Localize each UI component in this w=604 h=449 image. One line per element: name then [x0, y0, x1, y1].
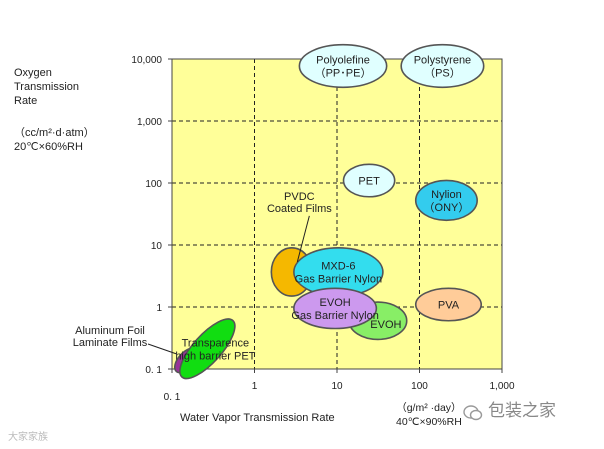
region-label: Polystyrene — [414, 54, 471, 66]
x-tick-label: 10 — [331, 381, 343, 392]
y-tick-label: 1,000 — [137, 117, 162, 128]
x-tick-label: 1,000 — [489, 381, 514, 392]
annotation-leader-line — [296, 215, 310, 262]
y-axis-units: （cc/m²·d·atm） 20℃×60%RH — [14, 126, 95, 154]
y-tick-label: 0. 1 — [145, 365, 162, 376]
region-ellipse — [414, 179, 478, 222]
region-label: MXD-6 — [321, 260, 355, 272]
region-label: Gas Barrier Nylon — [291, 310, 378, 322]
region-label: Gas Barrier Nylon — [295, 273, 382, 285]
x-tick-label: 0. 1 — [164, 392, 181, 403]
y-axis-label: Oxygen Transmission Rate — [14, 66, 79, 108]
x-tick-label: 100 — [411, 381, 428, 392]
region-label: Nylion — [431, 189, 462, 201]
region-label: PET — [358, 176, 380, 188]
wechat-icon — [463, 405, 483, 421]
region-label: （PS） — [424, 66, 461, 79]
region-label: （PP･PE） — [315, 66, 372, 79]
region-ellipse — [179, 318, 236, 380]
y-tick-label: 10,000 — [131, 55, 162, 66]
annotation-leader-line — [147, 343, 177, 355]
region-annotation: PVDC — [284, 191, 315, 203]
y-axis-unit-line: （cc/m²·d·atm） — [14, 127, 95, 139]
x-axis-unit-line: （g/m² ·day） — [396, 402, 462, 414]
region-annotation: Coated Films — [267, 203, 332, 215]
y-axis-label-line: Rate — [14, 95, 38, 107]
region-label: high barrier PET — [175, 350, 255, 362]
x-tick-label: 1 — [252, 381, 258, 392]
region-annotation: Aluminum Foil — [75, 325, 145, 337]
region-ellipse — [342, 163, 396, 198]
region-label: Polyolefine — [316, 54, 370, 66]
x-axis-units: （g/m² ·day） 40℃×90%RH — [396, 401, 462, 429]
region-label: Transparence — [182, 337, 249, 349]
region-ellipse — [298, 43, 388, 89]
region-label: PVA — [438, 300, 460, 312]
y-tick-label: 1 — [156, 303, 162, 314]
region-label: （ONY） — [424, 201, 470, 214]
x-axis-label: Water Vapor Transmission Rate — [180, 412, 335, 424]
y-axis-unit-line: 20℃×60%RH — [14, 141, 83, 153]
y-tick-label: 100 — [145, 179, 162, 190]
region-label: EVOH — [320, 297, 351, 309]
region-ellipse — [293, 287, 378, 330]
y-axis-label-line: Transmission — [14, 81, 79, 93]
y-tick-label: 10 — [151, 241, 163, 252]
x-axis-unit-line: 40℃×90%RH — [396, 416, 462, 428]
region-ellipse — [414, 287, 483, 322]
y-axis-label-line: Oxygen — [14, 67, 52, 79]
region-label: EVOH — [370, 319, 401, 331]
region-annotation: Laminate Films — [73, 337, 148, 349]
watermark-left: 大家家族 — [8, 432, 48, 443]
watermark-right: 包装之家 — [488, 401, 556, 420]
region-ellipse — [400, 43, 485, 89]
